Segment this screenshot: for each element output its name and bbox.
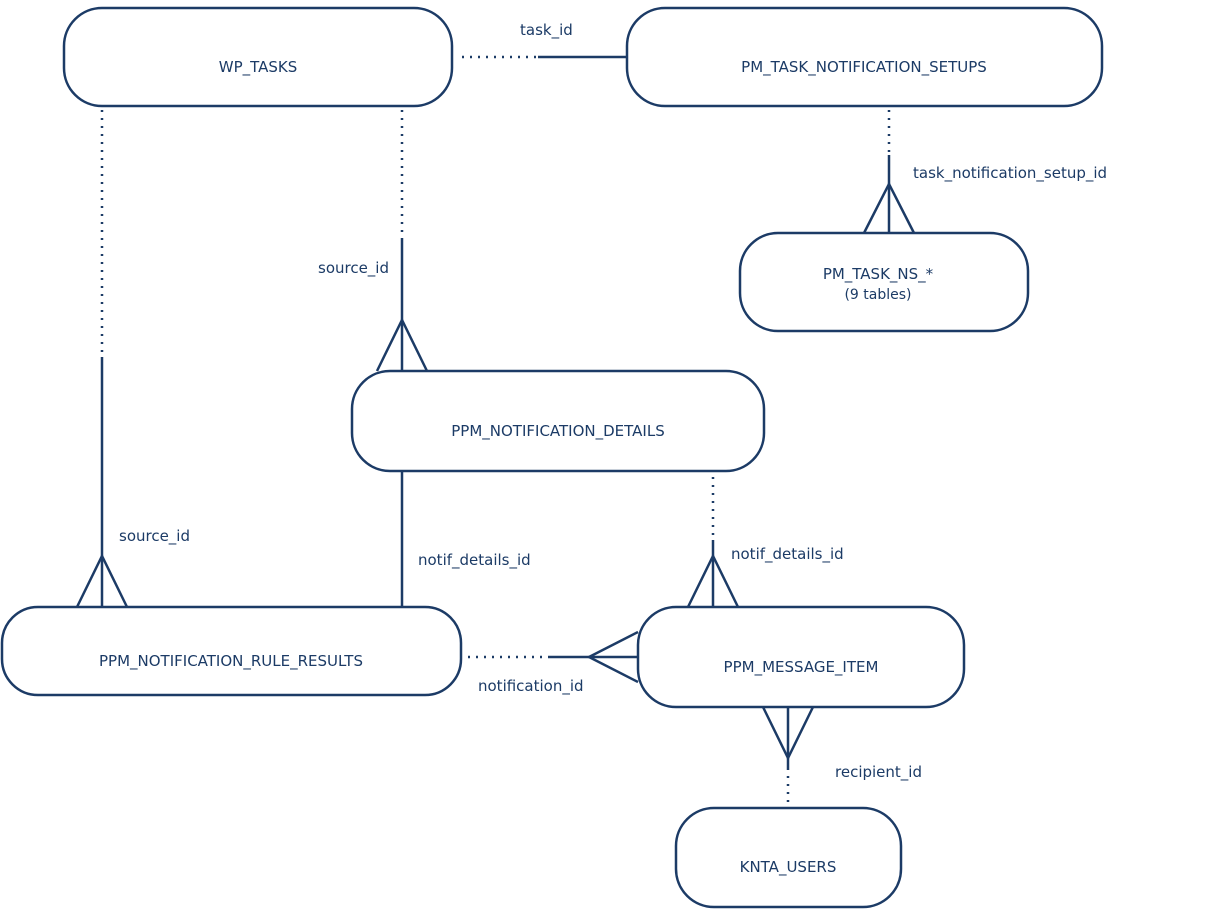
relationship-label-task-notification-setup-id: task_notification_setup_id xyxy=(913,164,1107,183)
entity-name: PPM_MESSAGE_ITEM xyxy=(724,658,879,677)
relationship-source-id-rule-results xyxy=(75,110,129,608)
relationship-label-source-id-details: source_id xyxy=(318,259,389,278)
entity-name: KNTA_USERS xyxy=(740,858,837,877)
relationship-task-notification-setup-id xyxy=(862,110,916,234)
entity-wp-tasks: WP_TASKS xyxy=(62,6,454,108)
entity-subtitle: (9 tables) xyxy=(844,287,911,303)
entity-ppm-message-item: PPM_MESSAGE_ITEM xyxy=(636,605,966,709)
entity-pm-task-ns: PM_TASK_NS_* (9 tables) xyxy=(738,231,1030,333)
relationship-label-notif-details-id-message-item: notif_details_id xyxy=(731,545,844,564)
entity-name: WP_TASKS xyxy=(219,58,298,77)
relationship-label-notif-details-id-rule-results: notif_details_id xyxy=(418,551,531,570)
entity-name: PPM_NOTIFICATION_DETAILS xyxy=(451,422,664,441)
entity-pm-task-notification-setups: PM_TASK_NOTIFICATION_SETUPS xyxy=(625,6,1104,108)
relationship-label-notification-id: notification_id xyxy=(478,677,584,696)
relationship-notif-details-id-message-item xyxy=(686,477,740,608)
entity-ppm-notification-details: PPM_NOTIFICATION_DETAILS xyxy=(350,369,766,473)
entity-knta-users: KNTA_USERS xyxy=(674,806,903,909)
relationship-label-recipient-id: recipient_id xyxy=(835,763,922,782)
relationship-source-id-details xyxy=(375,110,429,372)
entity-name: PM_TASK_NS_* xyxy=(823,265,934,284)
relationship-notification-id xyxy=(468,630,639,684)
entity-name: PPM_NOTIFICATION_RULE_RESULTS xyxy=(99,652,363,671)
relationship-recipient-id xyxy=(761,706,815,806)
entity-ppm-notification-rule-results: PPM_NOTIFICATION_RULE_RESULTS xyxy=(0,605,463,697)
relationship-label-source-id-rule-results: source_id xyxy=(119,527,190,546)
relationship-label-task-id: task_id xyxy=(520,21,573,40)
entity-name: PM_TASK_NOTIFICATION_SETUPS xyxy=(741,58,987,77)
